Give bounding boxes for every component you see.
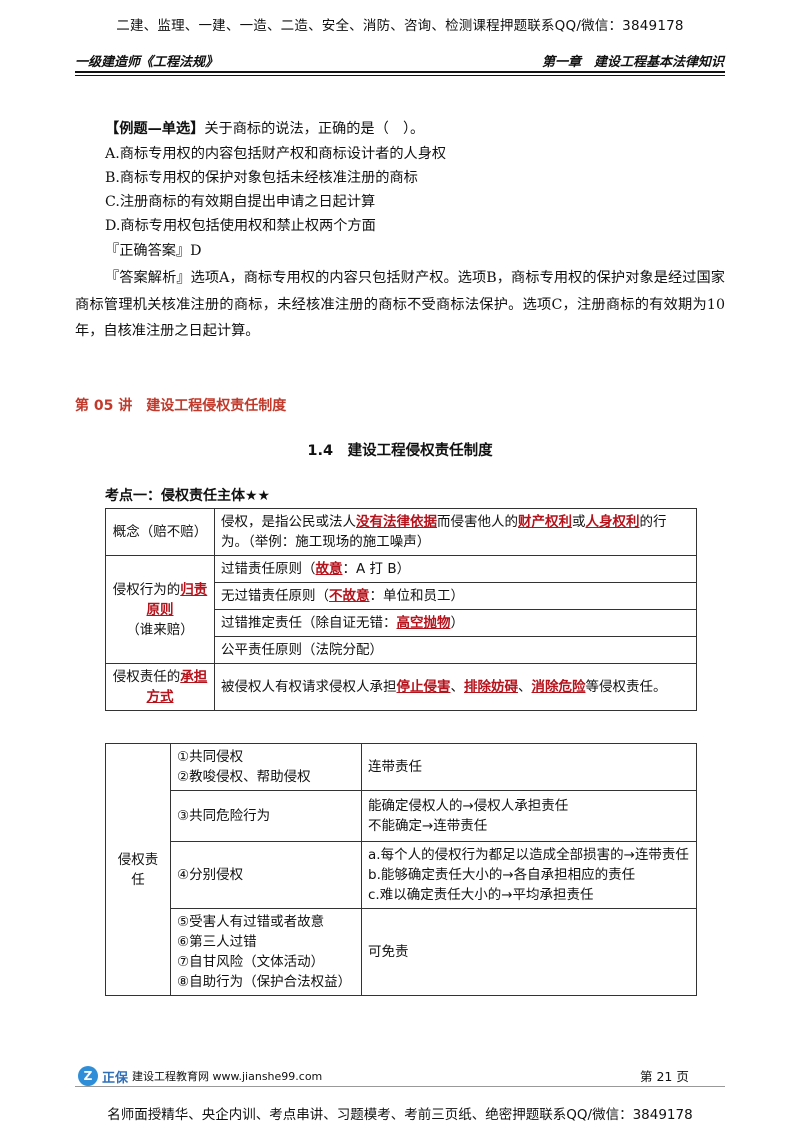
text-run: ：A 打 B） [342, 561, 411, 577]
liability-item: 连带责任 [368, 759, 422, 775]
emphasis-text: 消除危险 [531, 679, 586, 695]
form-item: ⑦自甘风险（文体活动） [177, 954, 325, 970]
liability-item: 能确定侵权人的→侵权人承担责任 [368, 798, 569, 814]
header-chapter-title: 第一章 建设工程基本法律知识 [541, 55, 724, 70]
text-run: 侵权，是指公民或法人 [221, 514, 356, 530]
answer-analysis: 『答案解析』选项A，商标专用权的内容只包括财产权。选项B，商标专用权的保护对象是… [75, 270, 725, 339]
correct-answer: 『正确答案』D [105, 243, 202, 259]
table-row: 侵权责任 ①共同侵权 ②教唆侵权、帮助侵权 连带责任 [105, 743, 697, 996]
emphasis-text: 停止侵害 [396, 679, 451, 695]
text-run: 无过错责任原则（ [221, 588, 329, 604]
liability-item: 可免责 [368, 944, 409, 960]
method-text: 被侵权人有权请求侵权人承担停止侵害、排除妨碍、消除危险等侵权责任。 [214, 663, 697, 711]
logo-brand: 正保 [102, 1070, 129, 1086]
key-point-title: 考点一：侵权责任主体★★ [105, 488, 271, 504]
text-run: 侵权行为的 [112, 581, 181, 598]
text-run: 等侵权责任。 [585, 679, 667, 695]
top-banner: 二建、监理、一建、一造、二造、安全、消防、咨询、检测课程押题联系QQ/微信：38… [116, 18, 684, 34]
text-run: 被侵权人有权请求侵权人承担 [221, 679, 397, 695]
text-run: 、 [450, 679, 465, 695]
emphasis-text: 没有法律依据 [356, 514, 437, 530]
lecture-heading: 第 05 讲 建设工程侵权责任制度 [75, 398, 287, 414]
liability-item: 不能确定→连带责任 [368, 818, 488, 834]
principle-item: 过错推定责任（除自证无错：高空抛物） [214, 609, 697, 637]
liability-form-table: 侵权责任 ①共同侵权 ②教唆侵权、帮助侵权 连带责任 ③共同危险行为 能确定侵权… [105, 743, 697, 996]
section-title: 1.4 建设工程侵权责任制度 [307, 443, 493, 459]
row-group-label: 侵权责任 [105, 743, 171, 996]
emphasis-text: 归责原则 [146, 581, 208, 618]
table-row: ⑤受害人有过错或者故意 ⑥第三人过错 ⑦自甘风险（文体活动） ⑧自助行为（保护合… [106, 908, 697, 996]
form-cell: ①共同侵权 ②教唆侵权、帮助侵权 [170, 743, 362, 791]
emphasis-text: 高空抛物 [396, 615, 451, 631]
header-rule-thin [75, 75, 725, 76]
table-row: ③共同危险行为 能确定侵权人的→侵权人承担责任 不能确定→连带责任 [106, 790, 697, 842]
page-number: 第 21 页 [640, 1069, 689, 1084]
emphasis-text: 财产权利 [518, 514, 572, 530]
text-run: ：单位和员工） [369, 588, 465, 604]
liability-item: b.能够确定责任大小的→各自承担相应的责任 [368, 867, 636, 883]
form-item: ⑧自助行为（保护合法权益） [177, 974, 352, 990]
text-run: 公平责任原则（法院分配） [221, 642, 383, 658]
text-run: ） [450, 615, 465, 631]
option-c: C.注册商标的有效期自提出申请之日起计算 [105, 194, 376, 210]
emphasis-text: 不故意 [329, 588, 370, 604]
liability-item: c.难以确定责任大小的→平均承担责任 [368, 887, 594, 903]
form-item: ④分别侵权 [177, 867, 244, 883]
principle-item: 无过错责任原则（不故意：单位和员工） [214, 582, 697, 610]
example-tag: 【例题—单选】 [105, 121, 205, 137]
example-question-text: 关于商标的说法，正确的是（ ）。 [204, 121, 425, 137]
principle-label: 侵权行为的归责原则 （谁来赔） [105, 555, 215, 664]
form-cell: ④分别侵权 [170, 841, 362, 909]
liability-cell: 连带责任 [361, 743, 697, 791]
example-question: 【例题—单选】关于商标的说法，正确的是（ ）。 [105, 117, 424, 141]
option-a: A.商标专用权的内容包括财产权和商标设计者的人身权 [105, 146, 447, 162]
table-row: 侵权行为的归责原则 （谁来赔） 过错责任原则（故意：A 打 B） [105, 555, 697, 664]
table-row: 过错推定责任（除自证无错：高空抛物） [106, 609, 697, 637]
text-run: 而侵害他人的 [437, 514, 518, 530]
concept-label: 概念（赔不赔） [105, 508, 215, 556]
footer-rule [75, 1086, 725, 1087]
liability-cell: a.每个人的侵权行为都足以造成全部损害的→连带责任 b.能够确定责任大小的→各自… [361, 841, 697, 909]
option-d: D.商标专用权包括使用权和禁止权两个方面 [105, 218, 376, 234]
liability-cell: 可免责 [361, 908, 697, 996]
table-row: ④分别侵权 a.每个人的侵权行为都足以造成全部损害的→连带责任 b.能够确定责任… [106, 841, 697, 909]
table-row: 无过错责任原则（不故意：单位和员工） [106, 582, 697, 610]
text-run: 的行为。（举例：施工现场的施工噪声） [221, 514, 667, 550]
logo-text: 建设工程教育网 www.jianshe99.com [132, 1070, 323, 1083]
text-run: 或 [572, 514, 586, 530]
form-item: ②教唆侵权、帮助侵权 [177, 769, 311, 785]
emphasis-text: 承担方式 [146, 669, 208, 705]
emphasis-text: 排除妨碍 [464, 679, 518, 695]
header-book-title: 一级建造师《工程法规》 [75, 55, 219, 70]
option-b: B.商标专用权的保护对象包括未经核准注册的商标 [105, 170, 418, 186]
text-run: （谁来赔） [126, 621, 194, 638]
principle-item: 过错责任原则（故意：A 打 B） [214, 555, 697, 583]
text-run: 过错责任原则（ [221, 561, 316, 577]
form-item: ⑤受害人有过错或者故意 [177, 914, 325, 930]
liability-item: a.每个人的侵权行为都足以造成全部损害的→连带责任 [368, 847, 689, 863]
emphasis-text: 人身权利 [585, 514, 640, 530]
header-rule [75, 71, 725, 73]
form-item: ⑥第三人过错 [177, 934, 257, 950]
text-run: 、 [518, 679, 532, 695]
form-cell: ⑤受害人有过错或者故意 ⑥第三人过错 ⑦自甘风险（文体活动） ⑧自助行为（保护合… [170, 908, 362, 996]
concept-text: 侵权，是指公民或法人没有法律依据而侵害他人的财产权利或人身权利的行为。（举例：施… [214, 508, 697, 556]
liability-subject-table: 概念（赔不赔） 侵权，是指公民或法人没有法律依据而侵害他人的财产权利或人身权利的… [105, 508, 697, 711]
form-item: ①共同侵权 [177, 749, 244, 765]
form-item: ③共同危险行为 [177, 808, 271, 824]
bottom-banner: 名师面授精华、央企内训、考点串讲、习题模考、考前三页纸、绝密押题联系QQ/微信：… [107, 1107, 693, 1123]
emphasis-text: 故意 [315, 561, 343, 577]
method-label: 侵权责任的承担方式 [105, 663, 215, 711]
principle-item: 公平责任原则（法院分配） [214, 636, 697, 664]
text-run: 侵权责任的 [112, 669, 181, 685]
footer-logo: Z 正保 建设工程教育网 www.jianshe99.com [78, 1066, 322, 1086]
liability-cell: 能确定侵权人的→侵权人承担责任 不能确定→连带责任 [361, 790, 697, 842]
text-run: 过错推定责任（除自证无错： [221, 615, 397, 631]
form-cell: ③共同危险行为 [170, 790, 362, 842]
logo-mark: Z [78, 1066, 98, 1086]
table-row: 侵权责任的承担方式 被侵权人有权请求侵权人承担停止侵害、排除妨碍、消除危险等侵权… [105, 663, 697, 711]
table-row: 概念（赔不赔） 侵权，是指公民或法人没有法律依据而侵害他人的财产权利或人身权利的… [105, 508, 697, 556]
